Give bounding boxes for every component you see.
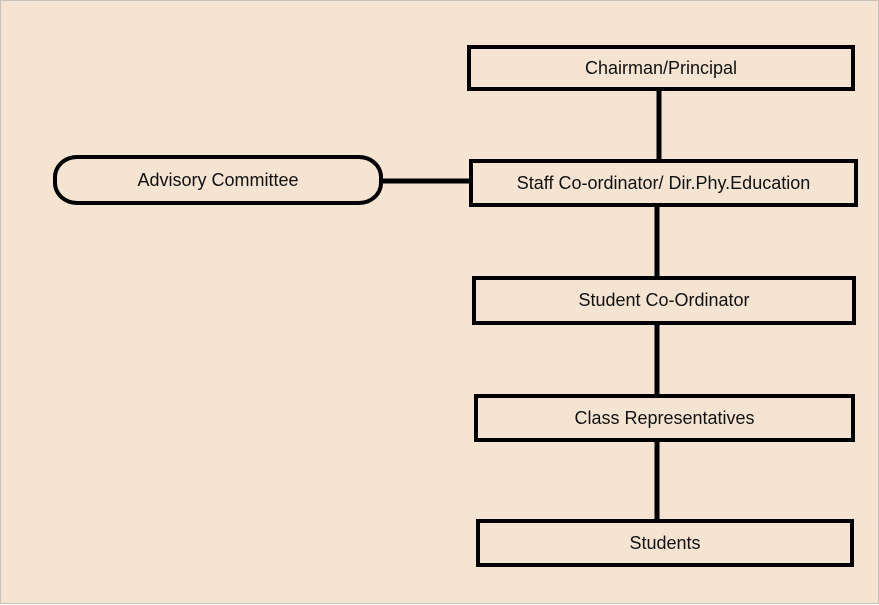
- node-staff-coordinator: Staff Co-ordinator/ Dir.Phy.Education: [469, 159, 858, 207]
- node-staff-label: Staff Co-ordinator/ Dir.Phy.Education: [516, 172, 811, 193]
- node-student-coordinator-label: Student Co-Ordinator: [578, 290, 750, 310]
- node-students: Students: [476, 519, 854, 567]
- node-chairman-principal: Chairman/Principal: [467, 45, 855, 91]
- node-student-coordinator: Student Co-Ordinator: [472, 276, 856, 325]
- node-class-representatives: Class Representatives: [474, 394, 855, 442]
- node-students-label: Students: [629, 532, 701, 553]
- node-class-reps-label: Class Representatives: [574, 407, 755, 428]
- node-advisory-label: Advisory Committee: [137, 169, 299, 190]
- node-advisory-committee: Advisory Committee: [53, 155, 383, 205]
- node-chairman-label: Chairman/Principal: [584, 57, 738, 78]
